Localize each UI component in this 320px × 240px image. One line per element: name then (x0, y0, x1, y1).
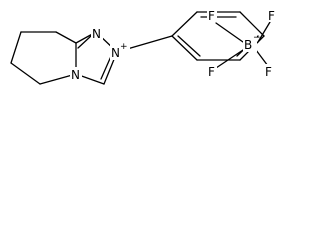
bond (215, 49, 244, 69)
bond (77, 35, 92, 49)
tetrafluoroborate-bonds (215, 21, 271, 69)
chemical-structure: N N + N B − F F F F (10, 8, 277, 85)
bond (215, 22, 244, 43)
atom-boron: B (244, 38, 252, 52)
bond (171, 35, 198, 61)
atom-n4: N (71, 68, 80, 82)
bond (255, 49, 269, 67)
atom-n2: N (111, 46, 120, 60)
bond (257, 21, 271, 43)
atom-fluorine: F (268, 9, 275, 23)
bond (10, 62, 41, 85)
charge-minus: − (253, 33, 261, 43)
atom-fluorine: F (208, 9, 215, 23)
bond (55, 31, 77, 44)
atom-n1: N (92, 27, 101, 41)
atom-labels: N N + N B − F F F F (70, 8, 277, 82)
bond (171, 11, 198, 37)
bond (177, 35, 201, 57)
atom-fluorine: F (265, 65, 272, 79)
bond (10, 31, 22, 64)
atom-fluorine: F (208, 65, 215, 79)
charge-plus: + (120, 42, 128, 52)
bond (239, 11, 265, 37)
